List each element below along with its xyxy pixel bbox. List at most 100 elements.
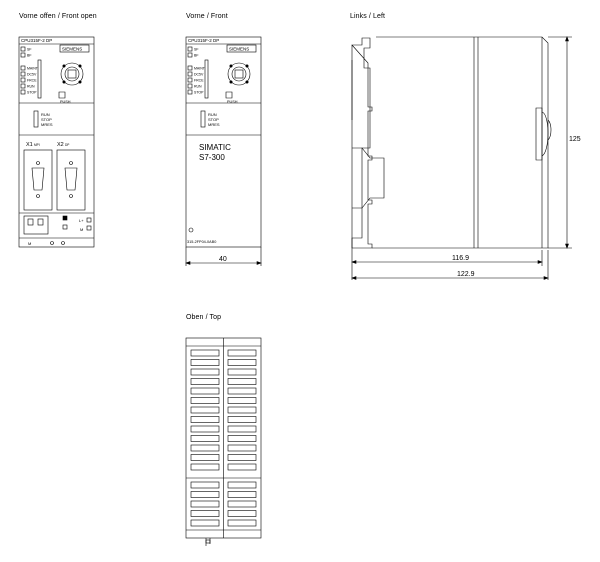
switch-stop: STOP <box>41 117 52 122</box>
port-x2-label: X2 <box>57 142 64 148</box>
left-height-dimension: 125 <box>548 36 581 249</box>
vent-slot <box>227 359 257 366</box>
led-label-frce: FRCE <box>27 79 37 83</box>
vent-slot <box>227 454 257 461</box>
front-led-stop: STOP <box>194 91 204 95</box>
led-label-dc5v: DC5V <box>27 73 37 77</box>
front-led-maint: MAINT <box>194 67 206 71</box>
front-switch-stop: STOP <box>208 117 219 122</box>
front-width-dimension: 40 <box>185 247 262 266</box>
vent-slot <box>227 463 257 471</box>
vent-slot <box>190 359 220 366</box>
front-product-line2: S7-300 <box>199 153 225 162</box>
vent-slot <box>190 378 220 385</box>
vent-slot <box>190 349 220 357</box>
front-switch-run: RUN <box>208 112 217 117</box>
terminal-m: M <box>80 227 83 232</box>
front-order-number: 315-2FP04-0AB0 <box>187 240 216 244</box>
vent-slot <box>190 454 220 461</box>
switch-run: RUN <box>41 112 50 117</box>
top-view <box>185 337 262 546</box>
title-front: Vorne / Front <box>186 13 228 20</box>
led-label-run: RUN <box>27 85 35 89</box>
title-front-open: Vorne offen / Front open <box>19 13 97 20</box>
vent-slot <box>190 510 220 517</box>
front-brand-plate <box>226 44 257 53</box>
led-label-sf: SF <box>27 48 31 52</box>
left-rail-profile <box>351 37 373 249</box>
vent-slot <box>227 435 257 442</box>
front-open-switch <box>33 110 39 128</box>
front-led-sf: SF <box>194 48 198 52</box>
front-view: CPU315F-2 DP SIEMENS SF BF MAINT DC5V FR… <box>185 36 262 266</box>
left-depth-dimensions: 116.9 122.9 <box>351 250 549 280</box>
front-led-frce: FRCE <box>194 79 204 83</box>
vent-slot <box>190 368 220 376</box>
vent-slot <box>227 481 257 489</box>
front-open-brand-plate <box>59 44 90 53</box>
front-leds: SF BF MAINT DC5V FRCE RUN STOP <box>187 46 206 95</box>
vent-slot <box>190 500 220 508</box>
vent-slot <box>190 397 220 404</box>
front-open-view: CPU315F-2 DP SIEMENS SF BF MAINT DC5V FR… <box>18 36 95 248</box>
vent-slot <box>227 425 257 433</box>
vent-slot <box>190 406 220 414</box>
front-switch-mres: MRES <box>208 122 220 127</box>
front-led-run: RUN <box>194 85 202 89</box>
vent-slot <box>227 500 257 508</box>
front-model: CPU315F-2 DP <box>188 38 219 43</box>
title-left: Links / Left <box>350 13 386 20</box>
front-open-terminals <box>23 215 92 235</box>
vent-slot <box>227 349 257 357</box>
front-brand: SIEMENS <box>229 47 249 52</box>
dim-depth-122: 122.9 <box>457 271 475 278</box>
port-x1-sub: MPI <box>34 143 40 147</box>
vent-slot <box>227 387 257 395</box>
vent-slot <box>227 406 257 414</box>
dim-depth-116: 116.9 <box>452 255 469 262</box>
vent-slot <box>190 435 220 442</box>
vent-slot <box>190 444 220 452</box>
vent-slot <box>190 387 220 395</box>
led-label-bf: BF <box>27 54 31 58</box>
front-open-outline <box>18 36 95 248</box>
front-open-ports <box>23 149 86 211</box>
front-open-brand: SIEMENS <box>62 47 82 52</box>
vent-slot <box>227 444 257 452</box>
vent-slot <box>190 463 220 471</box>
dim-height: 125 <box>569 136 581 143</box>
front-open-model: CPU315F-2 DP <box>21 38 52 43</box>
left-body <box>372 36 549 249</box>
vent-slot <box>190 425 220 433</box>
front-open-leds: SF BF MAINT DC5V FRCE RUN STOP <box>20 46 39 95</box>
vent-slot <box>227 378 257 385</box>
front-switch <box>200 110 206 128</box>
vent-slot <box>227 519 257 527</box>
left-clip <box>352 147 385 209</box>
dim-width: 40 <box>219 256 227 263</box>
front-product-line1: SIMATIC <box>199 143 231 152</box>
front-open-push: PUSH <box>60 100 71 104</box>
vent-slot <box>227 510 257 517</box>
front-outline <box>185 36 262 248</box>
title-top: Oben / Top <box>186 314 222 321</box>
front-dial <box>227 62 251 86</box>
vent-slot <box>190 481 220 489</box>
vent-slot <box>227 368 257 376</box>
vent-slot <box>190 491 220 498</box>
front-led-dc5v: DC5V <box>194 73 204 77</box>
terminal-l-plus: L+ <box>79 218 84 223</box>
front-push: PUSH <box>227 100 238 104</box>
port-x2-sub: DP <box>65 143 69 147</box>
port-x1-label: X1 <box>26 142 33 148</box>
vent-slot <box>190 416 220 423</box>
vent-slot <box>190 519 220 527</box>
led-label-maint: MAINT <box>27 67 39 71</box>
front-led-bf: BF <box>194 54 198 58</box>
terminal-bottom-m: M <box>28 241 31 246</box>
front-open-dial <box>60 62 84 86</box>
switch-mres: MRES <box>41 122 53 127</box>
left-view: 125 116.9 122.9 <box>351 36 581 280</box>
vent-slot <box>227 491 257 498</box>
